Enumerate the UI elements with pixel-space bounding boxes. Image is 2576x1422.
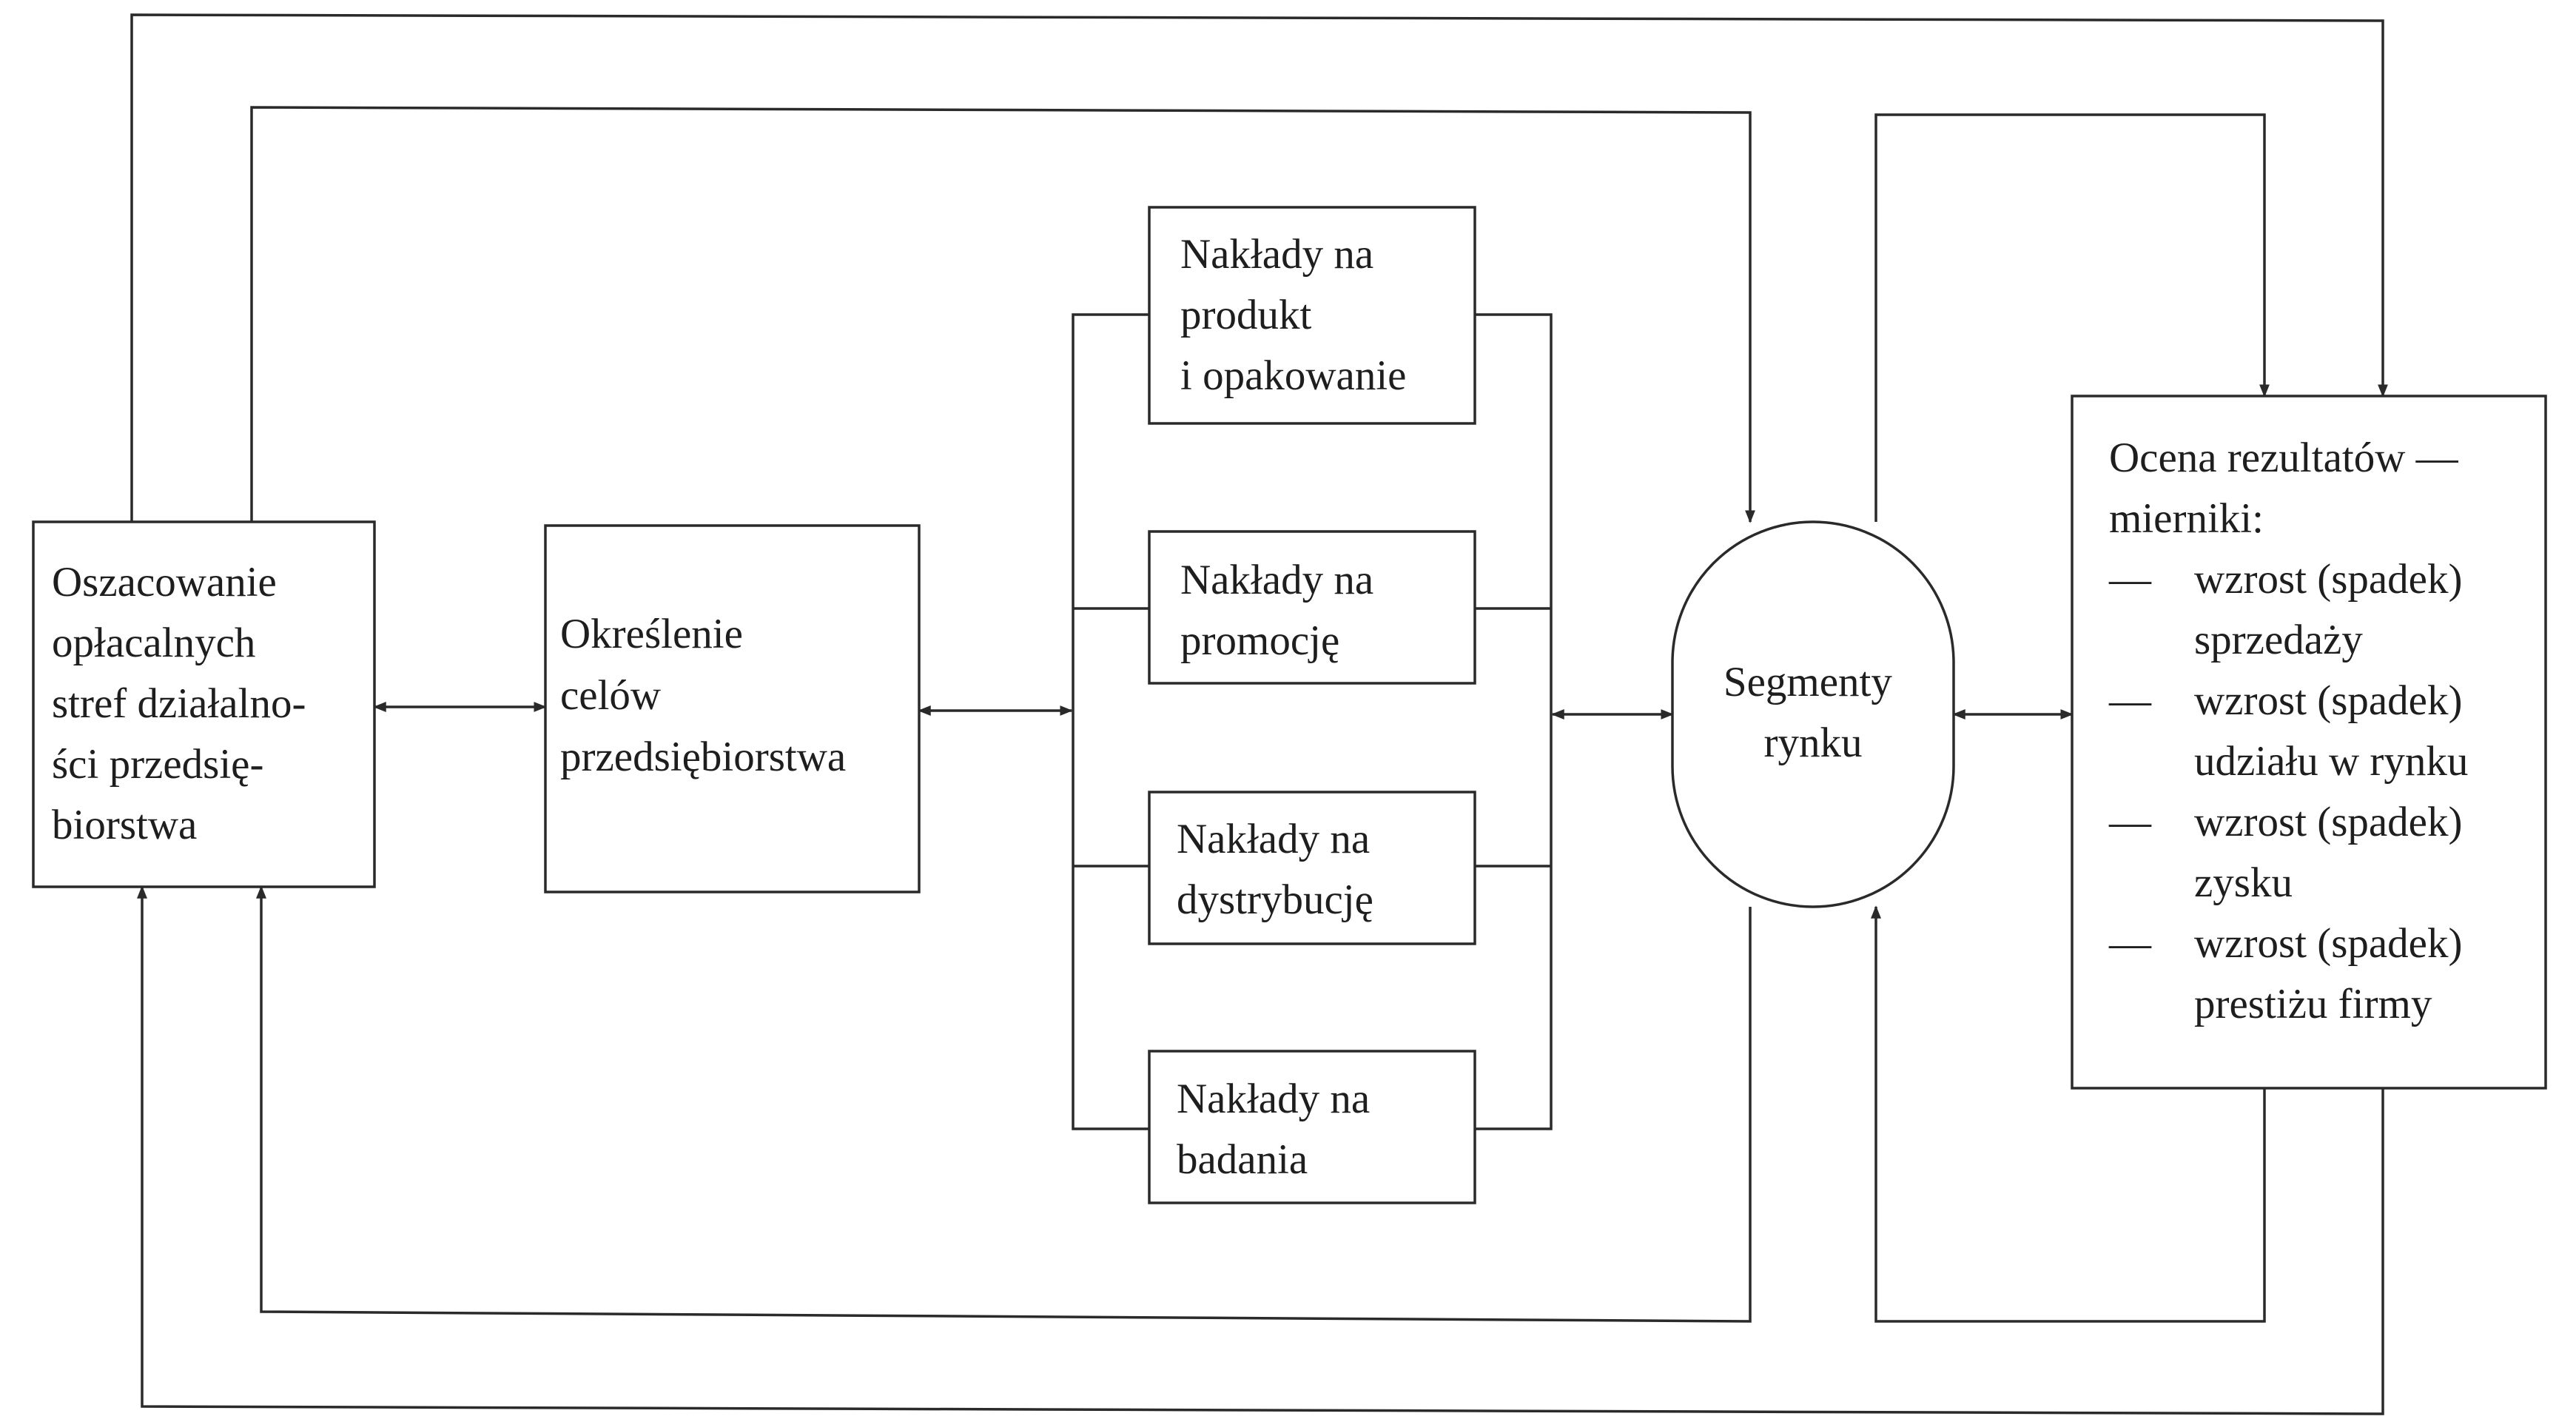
left-bracket — [1072, 313, 1149, 1130]
outer-top-loop — [130, 13, 2388, 522]
naklady-promocje-text: Nakłady na promocję — [1180, 557, 1384, 664]
ocena-item-4: — wzrost (spadek) prestiżu firmy — [2108, 920, 2473, 1027]
ocena-item-2: — wzrost (spadek) udziału w rynku — [2108, 677, 2473, 785]
naklady-dystrybucje-text: Nakłady na dystrybucję — [1177, 816, 1380, 923]
evaluation-to-segment-loop — [1871, 905, 2266, 1323]
naklady-produkt-text: Nakłady na produkt i opakowanie — [1180, 231, 1406, 399]
ocena-measures-list: — wzrost (spadek) sprzedaży — wzrost (sp… — [2108, 556, 2473, 1027]
box-ocena — [2071, 395, 2547, 1090]
right-bracket — [1475, 313, 1553, 1130]
inner-bottom-loop — [256, 885, 1752, 1323]
outer-bottom-loop — [137, 885, 2384, 1415]
segmenty-text: Segmenty rynku — [1724, 659, 1903, 766]
inner-top-loop — [250, 106, 1755, 523]
box-naklady-dystrybucje — [1148, 791, 1476, 945]
box-naklady-badania — [1148, 1050, 1476, 1204]
connectors — [373, 702, 2074, 720]
segment-to-evaluation-loop — [1874, 113, 2270, 522]
box-okreslenie — [544, 524, 921, 893]
okreslenie-text: Określenie celów przedsiębiorstwa — [560, 611, 846, 780]
ocena-item-1: — wzrost (spadek) sprzedaży — [2108, 556, 2473, 663]
expenditure-brackets — [1072, 313, 1553, 1130]
box-naklady-promocje — [1148, 530, 1476, 685]
oszacowanie-text: Oszacowanie opłacalnych stref działalno-… — [52, 559, 317, 848]
box-naklady-produkt — [1148, 206, 1476, 425]
box-oszacowanie — [32, 520, 376, 888]
box-segmenty — [1671, 520, 1955, 908]
feedback-loops — [130, 13, 2388, 1415]
ocena-item-3: — wzrost (spadek) zysku — [2108, 799, 2473, 906]
ocena-title: Ocena rezultatów — mierniki: — [2109, 435, 2469, 542]
naklady-badania-text: Nakłady na badania — [1177, 1076, 1380, 1183]
